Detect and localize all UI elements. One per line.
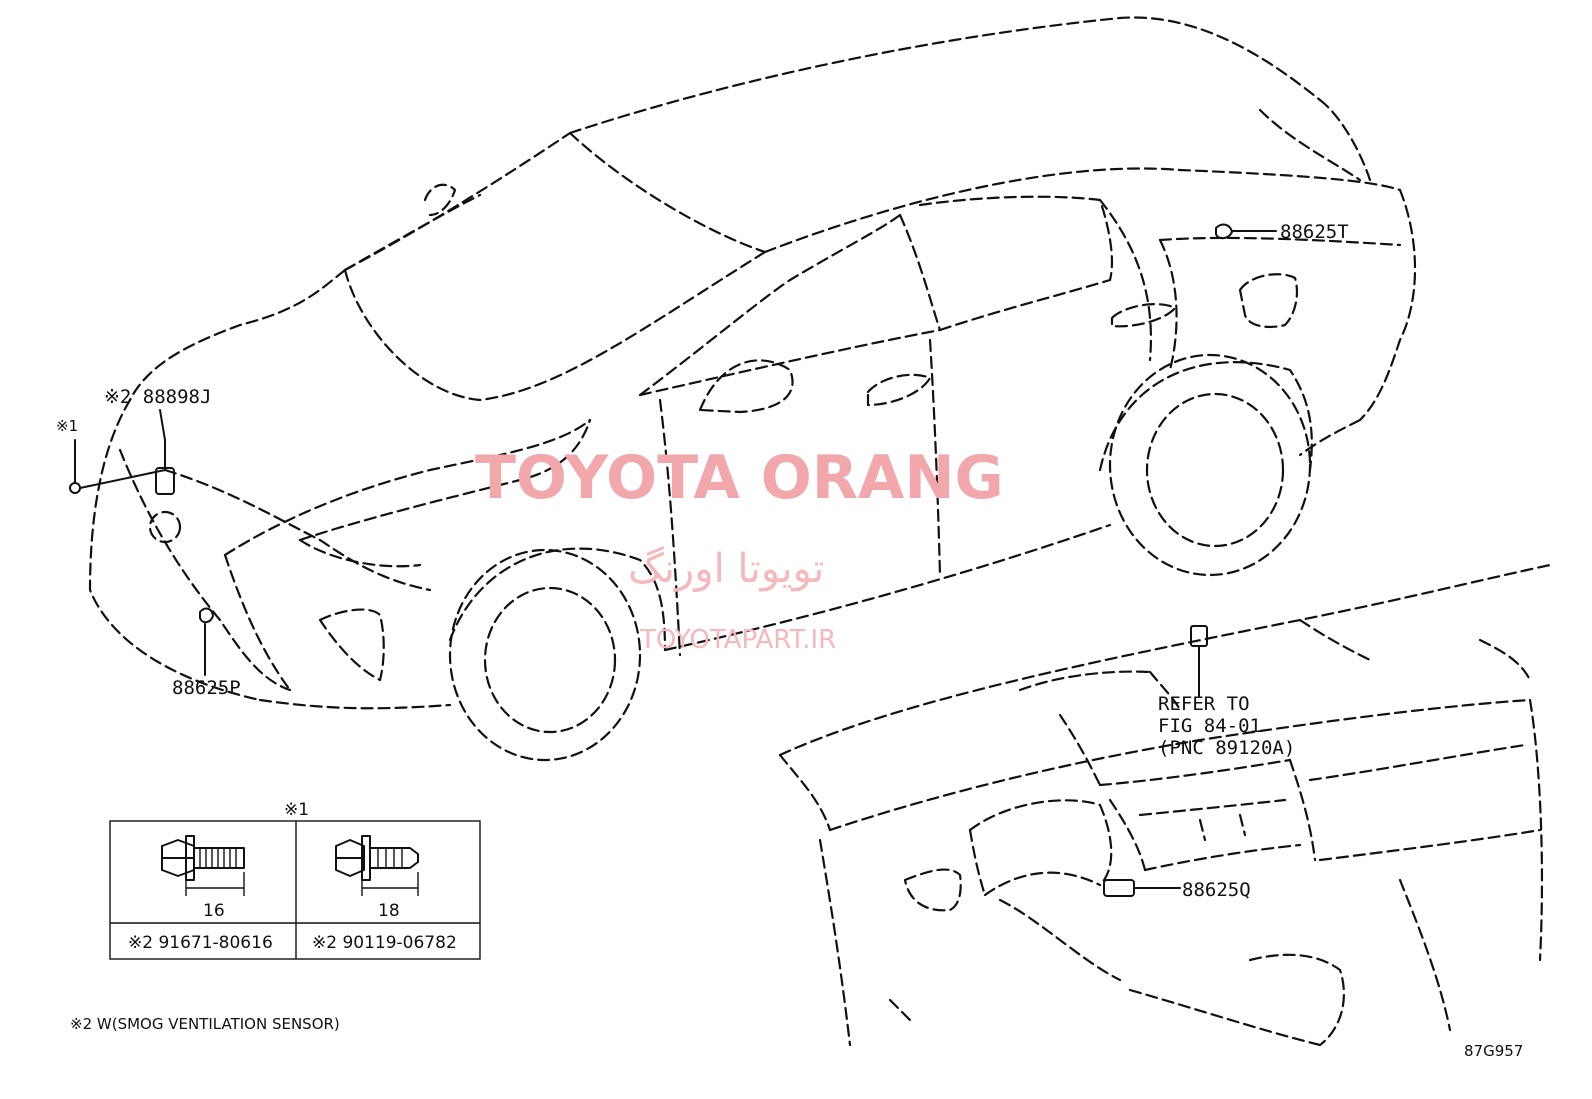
part-number-2: ※2 90119-06782 xyxy=(312,933,457,953)
front-lower-sensor-part xyxy=(199,607,214,676)
label-88625T: 88625T xyxy=(1280,221,1349,243)
bolt-part xyxy=(69,439,166,494)
label-bolt-note: ※1 xyxy=(56,417,78,435)
label-refer-line3: (PNC 89120A) xyxy=(1158,737,1295,759)
label-88898J: ※2 88898J xyxy=(104,386,211,408)
front-upper-sensor-part xyxy=(155,409,175,495)
vehicle-outline xyxy=(88,16,1417,762)
label-refer-line2: FIG 84-01 xyxy=(1158,715,1261,737)
watermark-brand-fa: تویوتا اورنگ xyxy=(628,546,824,592)
rear-sensor-part xyxy=(1215,223,1277,240)
footnote: ※2 W(SMOG VENTILATION SENSOR) xyxy=(70,1015,340,1033)
label-refer-line1: REFER TO xyxy=(1158,693,1250,715)
fastener-table: ※1 16 ※2 91671-80616 xyxy=(109,800,481,960)
bolt-drawing-2 xyxy=(335,835,419,896)
length-1: 16 xyxy=(203,901,225,921)
dash-sensor-part xyxy=(1103,879,1181,897)
figure-code: 87G957 xyxy=(1464,1042,1523,1060)
dashboard-outline xyxy=(778,563,1552,1047)
bolt-drawing-1 xyxy=(161,835,245,896)
table-header: ※1 xyxy=(284,800,309,820)
part-number-1: ※2 91671-80616 xyxy=(128,933,273,953)
watermark-site: TOYOTAPART.IR xyxy=(639,625,836,655)
length-2: 18 xyxy=(378,901,400,921)
refer-part xyxy=(1190,625,1208,697)
label-88625Q: 88625Q xyxy=(1182,879,1251,901)
label-88625P: 88625P xyxy=(172,677,241,699)
watermark-brand: TOYOTA ORANG xyxy=(475,443,1004,513)
